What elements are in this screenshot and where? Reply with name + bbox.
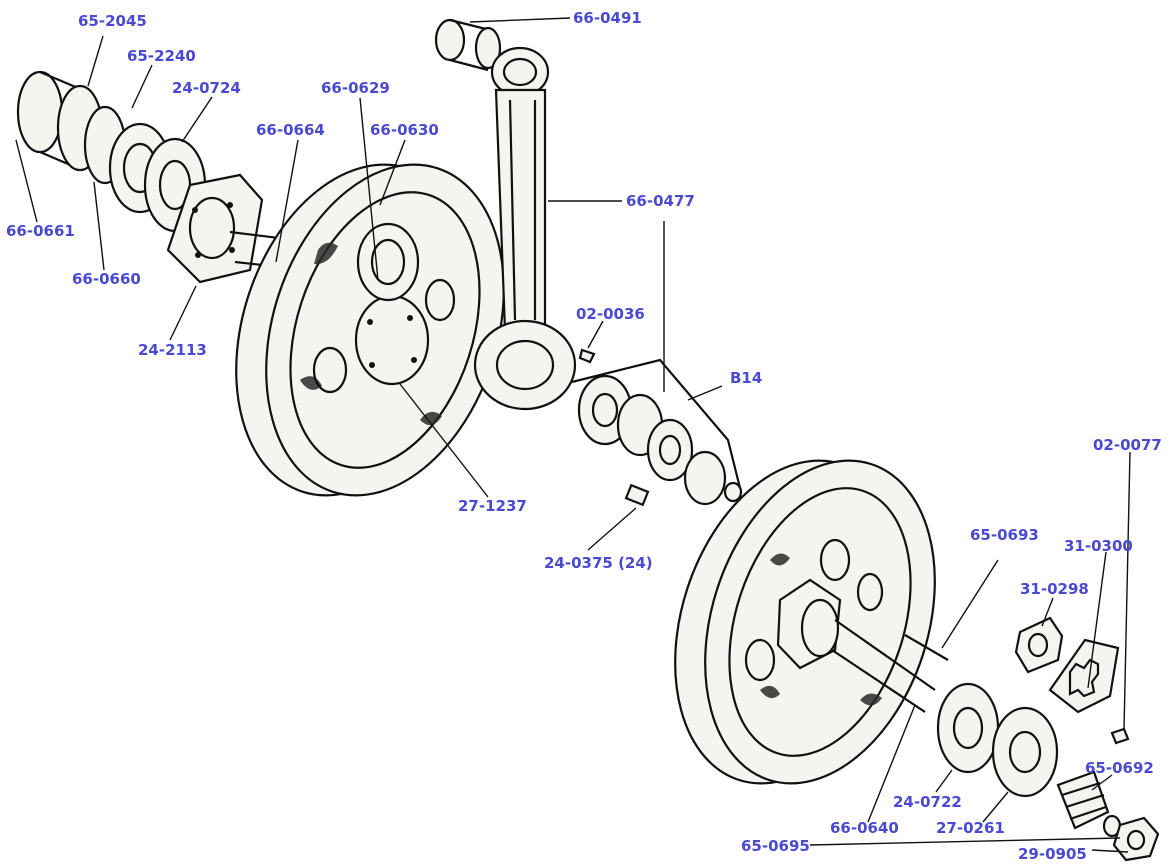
callout-31-0300[interactable]: 31-0300: [1064, 537, 1133, 555]
callout-29-0905[interactable]: 29-0905: [1018, 845, 1087, 863]
callout-24-0722[interactable]: 24-0722: [893, 793, 962, 811]
callout-27-0261[interactable]: 27-0261: [936, 819, 1005, 837]
callout-66-0640[interactable]: 66-0640: [830, 819, 899, 837]
right-bearing-assembly: [936, 616, 1160, 862]
callout-66-0660[interactable]: 66-0660: [72, 270, 141, 288]
callout-66-0491[interactable]: 66-0491: [573, 9, 642, 27]
left-flywheel: [235, 163, 505, 497]
callout-24-0724[interactable]: 24-0724: [172, 79, 241, 97]
callout-66-0664[interactable]: 66-0664: [256, 121, 325, 139]
callout-27-1237[interactable]: 27-1237: [458, 497, 527, 515]
left-bearing-assembly: [16, 70, 296, 284]
callout-B14[interactable]: B14: [730, 369, 763, 387]
callout-66-0629[interactable]: 66-0629: [321, 79, 390, 97]
callout-65-2240[interactable]: 65-2240: [127, 47, 196, 65]
callout-31-0298[interactable]: 31-0298: [1020, 580, 1089, 598]
callout-24-0375[interactable]: 24-0375 (24): [544, 554, 653, 572]
callout-66-0477[interactable]: 66-0477: [626, 192, 695, 210]
leader-lines: [15, 17, 1131, 853]
callout-02-0036[interactable]: 02-0036: [576, 305, 645, 323]
callout-65-0695[interactable]: 65-0695: [741, 837, 810, 855]
callout-66-0661[interactable]: 66-0661: [6, 222, 75, 240]
right-flywheel: [674, 459, 949, 785]
callout-65-2045[interactable]: 65-2045: [78, 12, 147, 30]
callout-65-0692[interactable]: 65-0692: [1085, 759, 1154, 777]
connecting-rod: [434, 18, 577, 411]
callout-65-0693[interactable]: 65-0693: [970, 526, 1039, 544]
crankpin-assembly: [571, 348, 743, 507]
callout-24-2113[interactable]: 24-2113: [138, 341, 207, 359]
callout-66-0630[interactable]: 66-0630: [370, 121, 439, 139]
callout-02-0077[interactable]: 02-0077: [1093, 436, 1162, 454]
